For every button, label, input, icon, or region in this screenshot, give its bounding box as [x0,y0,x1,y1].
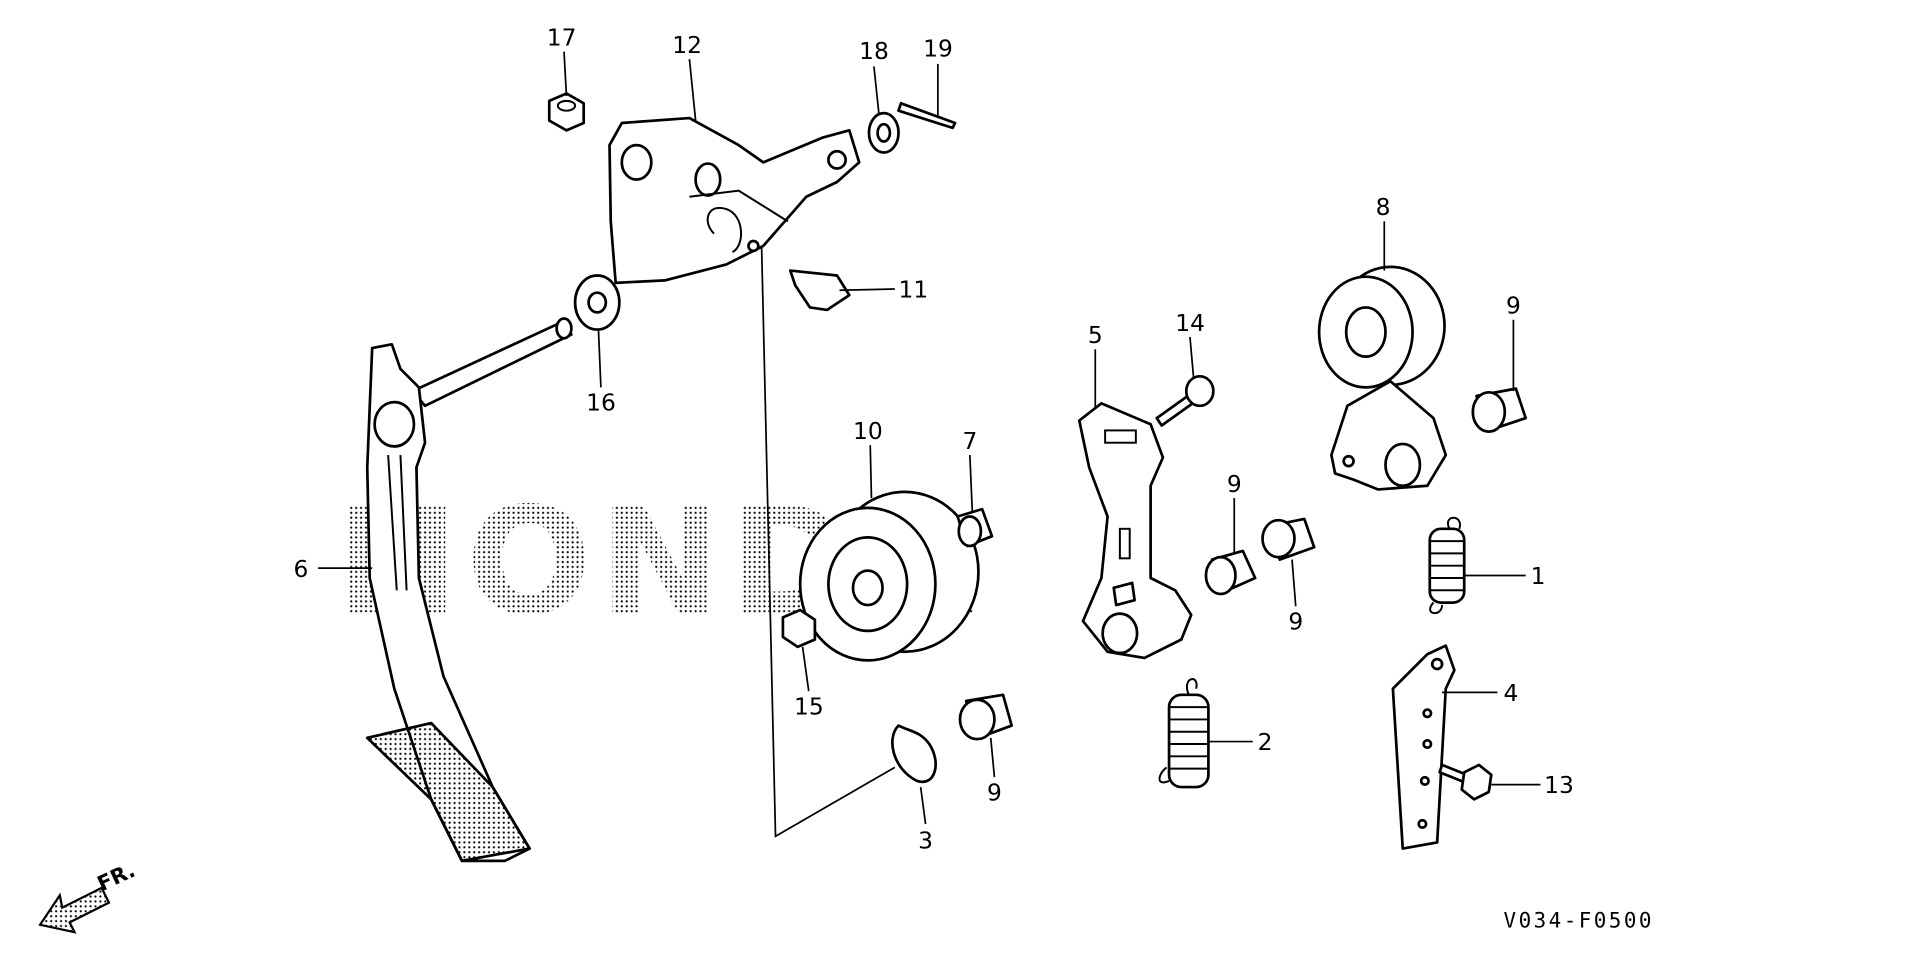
front-direction-arrow: FR. [38,858,139,934]
part-7-collar [956,507,994,548]
callout-9: 9 [1288,608,1303,636]
part-12-bracket [608,116,861,285]
callout-9: 9 [987,779,1002,807]
callout-15: 15 [794,693,824,721]
callout-12: 12 [672,31,702,59]
callout-14: 14 [1175,309,1205,337]
part-11-clip [788,269,851,312]
part-19-cotter-pin [897,101,957,130]
part-1-spring [1428,516,1466,615]
part-17-nut [547,92,586,132]
callout-4: 4 [1504,679,1519,707]
part-2-spring [1158,678,1210,789]
part-10-pulley [798,490,980,662]
callout-17: 17 [547,24,577,52]
part-9-bushing [1204,549,1257,596]
callout-10: 10 [853,417,883,445]
front-label: FR. [94,858,139,896]
callout-1: 1 [1531,562,1546,590]
part-8-idler-pulley [1317,265,1448,491]
part-18-washer [867,111,900,154]
callout-7: 7 [962,427,977,455]
assembly-leader-line [759,211,896,838]
callout-2: 2 [1258,728,1273,756]
part-14-bolt [1155,374,1215,427]
callout-9: 9 [1227,470,1242,498]
part-4-plate [1391,644,1456,850]
callout-19: 19 [923,35,953,63]
part-9-bushing [1261,517,1316,561]
callout-3: 3 [918,827,933,855]
leader-lines [318,51,1541,825]
callout-5: 5 [1088,321,1103,349]
part-13-bolt [1438,763,1493,801]
part-5-tension-arm [1077,402,1193,660]
callout-8: 8 [1376,193,1391,221]
callout-6: 6 [293,555,308,583]
callout-16: 16 [586,389,616,417]
part-6-pedal [365,317,573,863]
callout-9: 9 [1506,292,1521,320]
diagram-code: V034-F0500 [1504,908,1654,932]
callout-11: 11 [899,276,929,304]
callout-13: 13 [1544,771,1574,799]
callout-18: 18 [859,37,889,65]
part-9-bushing [958,693,1014,741]
part-9-bushing [1471,387,1528,434]
part-3-clip [891,724,937,784]
part-15-nut [781,608,817,649]
arrow-icon [38,886,111,934]
part-16-washer [573,274,621,331]
